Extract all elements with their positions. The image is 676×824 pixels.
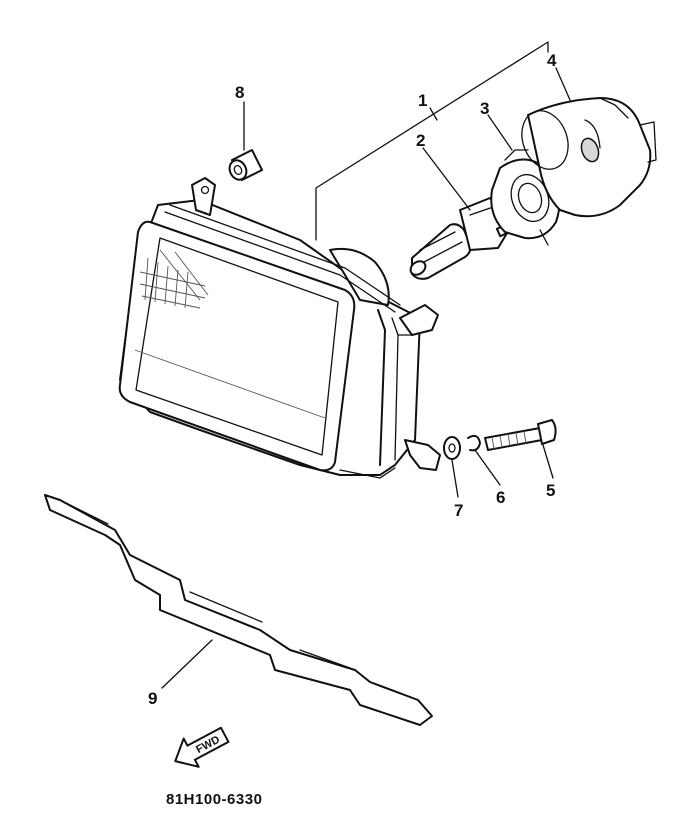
forward-arrow-icon: FWD [174, 726, 230, 768]
seal-strip [44, 494, 433, 726]
spring-washer [467, 434, 481, 452]
callout-6: 6 [496, 488, 505, 507]
callout-3: 3 [480, 99, 489, 118]
callout-1: 1 [418, 91, 427, 110]
adjusting-bolt [484, 419, 557, 451]
callout-7: 7 [454, 501, 463, 520]
headlight-assembly [118, 177, 441, 479]
callout-9: 9 [148, 689, 157, 708]
callout-4: 4 [547, 51, 557, 70]
rubber-cover [521, 97, 657, 218]
diagram-part-number: 81H100-6330 [166, 791, 262, 808]
callout-leaders [161, 41, 571, 689]
washer [443, 436, 461, 460]
callout-2: 2 [416, 131, 425, 150]
callout-5: 5 [546, 481, 555, 500]
grommet [228, 149, 263, 181]
callout-8: 8 [235, 83, 244, 102]
